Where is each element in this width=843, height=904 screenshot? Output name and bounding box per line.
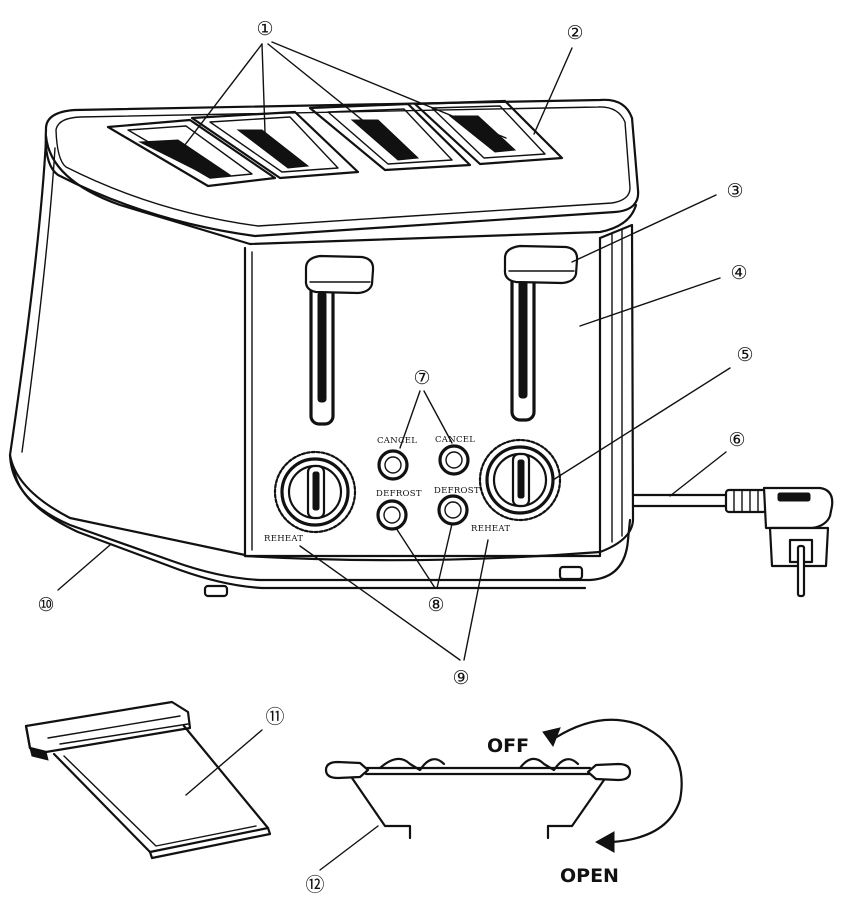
warming-rack [324, 718, 683, 853]
callout-3-number: ③ [726, 180, 743, 202]
defrost-button-right [437, 494, 469, 526]
callout-12-number: ⑫ [305, 874, 324, 896]
callout-6: ⑥ [728, 429, 745, 451]
callout-8-number: ⑧ [427, 594, 444, 616]
callout-3: ③ [726, 180, 743, 202]
callout-4: ④ [730, 262, 747, 284]
label-cancel-right: CANCEL [435, 435, 475, 445]
callout-2-number: ② [566, 22, 583, 44]
callout-9-number: ⑨ [452, 667, 469, 689]
slot-2 [190, 110, 360, 180]
crumb-tray [24, 700, 272, 860]
cancel-button-right [438, 444, 470, 476]
callout-8: ⑧ [427, 594, 444, 616]
label-defrost-right: DEFROST [434, 486, 480, 496]
label-defrost-left: DEFROST [376, 489, 422, 499]
callout-11: ⑪ [265, 706, 284, 728]
leader-lines [57, 41, 731, 871]
slot-1 [106, 118, 277, 188]
callout-1: ① [256, 18, 273, 40]
callout-5: ⑤ [736, 344, 753, 366]
label-open: OPEN [560, 865, 619, 887]
foot-right [558, 565, 584, 581]
cancel-button-left [377, 449, 409, 481]
browning-knob-left [273, 450, 357, 534]
callout-4-number: ④ [730, 262, 747, 284]
callout-10-number: ⑩ [37, 594, 54, 616]
label-reheat-left: REHEAT [264, 534, 303, 544]
function-buttons [376, 444, 470, 531]
callout-2: ② [566, 22, 583, 44]
lever-right [503, 244, 579, 422]
label-off: OFF [487, 735, 529, 757]
bread-slots [106, 99, 564, 188]
callout-9: ⑨ [452, 667, 469, 689]
callout-7: ⑦ [413, 367, 430, 389]
callout-6-number: ⑥ [728, 429, 745, 451]
browning-knob-right [478, 438, 562, 522]
slot-3 [308, 102, 472, 172]
callout-1-number: ① [256, 18, 273, 40]
toaster-body: CANCEL CANCEL DEFROST DEFROST REHEAT REH… [8, 98, 834, 598]
callout-11-number: ⑪ [265, 706, 284, 728]
rotation-arrow [553, 718, 683, 844]
label-cancel-left: CANCEL [377, 436, 417, 446]
callout-12: ⑫ [305, 874, 324, 896]
power-cord [631, 486, 834, 598]
defrost-button-left [376, 499, 408, 531]
side-panel [8, 138, 247, 557]
lever-left [304, 254, 375, 426]
front-panel [243, 236, 602, 558]
foot-left [203, 584, 229, 598]
top-rim [44, 98, 640, 238]
label-reheat-right: REHEAT [471, 524, 510, 534]
callout-5-number: ⑤ [736, 344, 753, 366]
slot-4 [413, 99, 564, 166]
callout-7-number: ⑦ [413, 367, 430, 389]
callout-10: ⑩ [37, 594, 54, 616]
